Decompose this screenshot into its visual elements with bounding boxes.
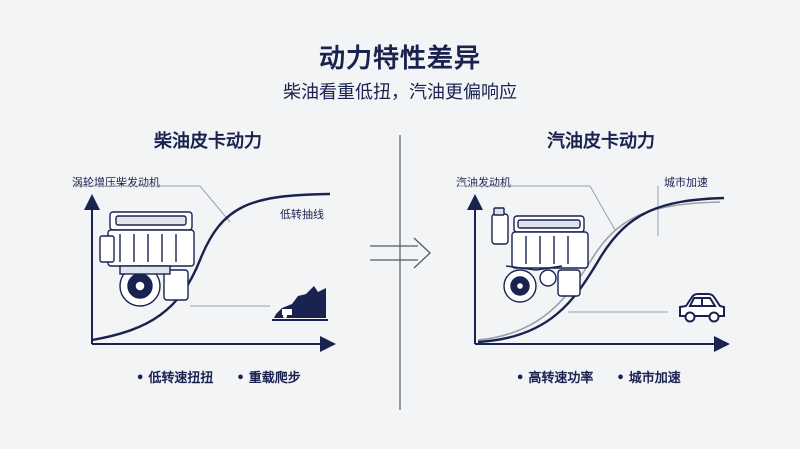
page-subtitle: 柴油看重低扭，汽油更偏响应 [283,82,517,103]
diesel-bullets: •低转速扭扭 •重载爬步 [136,371,301,386]
page-title: 动力特性差异 [318,44,481,74]
gasoline-guide-lines [458,185,668,313]
gasoline-power-curve-secondary [477,201,721,341]
gasoline-bullet-2: 城市加速 [628,371,681,386]
right-arrow-icon [370,237,431,269]
gasoline-axes [467,194,730,352]
diesel-torque-curve [91,192,331,342]
diesel-panel-title: 柴油皮卡动力 [154,131,262,152]
gasoline-power-curve [477,196,725,344]
diesel-bullet-2: 重载爬步 [248,371,301,386]
diesel-curve-label: 低转抽线 [280,208,324,221]
hill-climb-icon [272,286,328,321]
gasoline-bullet-1: 高转速功率 [528,371,594,386]
gasoline-panel-title: 汽油皮卡动力 [547,131,655,152]
diesel-bullet-1: 低转速扭扭 [148,371,214,386]
diesel-engine-icon [99,211,195,307]
gasoline-bullets: •高转速功率 •城市加速 [516,371,681,386]
diesel-guide-lines [76,185,270,307]
diesel-axes [84,194,336,352]
gasoline-engine-icon [491,207,589,303]
car-icon [679,293,725,323]
gasoline-curve-label: 城市加速 [664,176,708,189]
